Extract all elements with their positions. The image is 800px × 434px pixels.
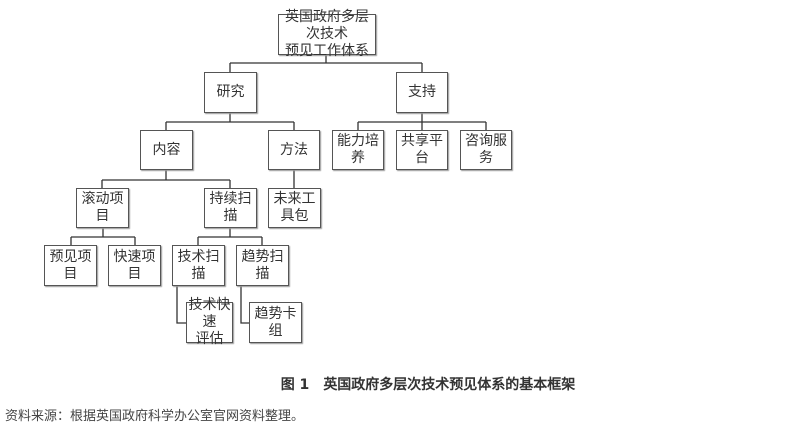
node-tech-rapid-eval-line1: 技术快速 bbox=[188, 297, 231, 330]
node-root-line1: 英国政府多层次技术 bbox=[285, 9, 369, 42]
node-content: 内容 bbox=[140, 130, 193, 170]
node-continuous-scan: 持续扫描 bbox=[204, 188, 257, 228]
node-tech-scan: 技术扫描 bbox=[172, 245, 225, 286]
node-foresight-projects: 预见项目 bbox=[44, 245, 97, 286]
node-root: 英国政府多层次技术 预见工作体系 bbox=[278, 9, 376, 59]
node-research: 研究 bbox=[204, 72, 257, 113]
node-rapid-projects: 快速项目 bbox=[108, 245, 161, 286]
node-trend-scan: 趋势扫描 bbox=[236, 245, 289, 286]
node-tech-rapid-eval-line2: 评估 bbox=[195, 331, 224, 347]
node-futures-toolkit: 未来工具包 bbox=[268, 188, 321, 228]
source-note: 资料来源：根据英国政府科学办公室官网资料整理。 bbox=[5, 409, 305, 424]
node-shared-platform: 共享平台 bbox=[396, 130, 448, 170]
node-tech-rapid-eval: 技术快速 评估 bbox=[186, 297, 233, 347]
figure-number: 图 1 bbox=[280, 377, 310, 393]
node-trend-cards: 趋势卡组 bbox=[249, 302, 302, 343]
figure-caption: 图 1 英国政府多层次技术预见体系的基本框架 bbox=[0, 374, 800, 394]
figure-title: 英国政府多层次技术预见体系的基本框架 bbox=[323, 377, 576, 393]
node-consulting: 咨询服务 bbox=[460, 130, 512, 170]
node-support: 支持 bbox=[396, 72, 448, 113]
node-root-line2: 预见工作体系 bbox=[285, 43, 369, 59]
node-capacity-building: 能力培养 bbox=[332, 130, 384, 170]
node-rolling-projects: 滚动项目 bbox=[76, 188, 129, 228]
node-method: 方法 bbox=[268, 130, 320, 170]
